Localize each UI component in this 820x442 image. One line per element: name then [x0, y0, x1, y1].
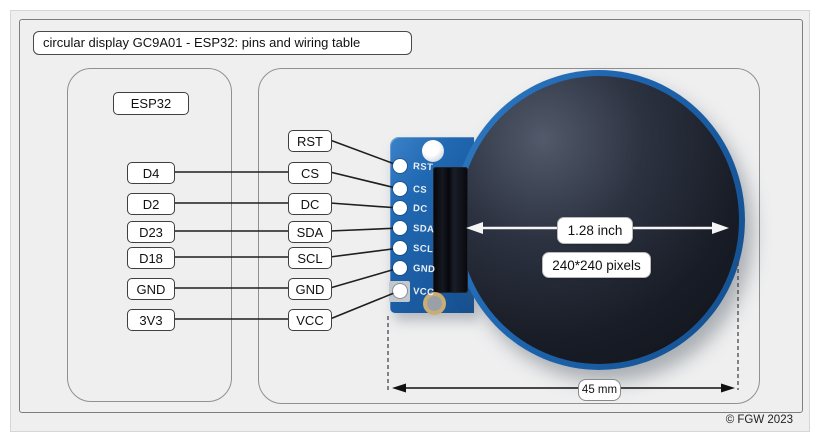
- pin-pad-gnd: [393, 261, 407, 275]
- esp32-pin-d2: D2: [127, 193, 175, 215]
- silkscreen-label-rst: RST: [412, 161, 434, 174]
- diameter-label: 1.28 inch: [557, 217, 633, 244]
- esp32-pin-d23: D23: [127, 221, 175, 243]
- display-group-outline: [258, 68, 760, 404]
- esp32-pin-gnd: GND: [127, 278, 175, 300]
- display-pin-rst: RST: [288, 130, 332, 152]
- esp32-pin-d18: D18: [127, 247, 175, 269]
- display-pin-vcc: VCC: [288, 309, 332, 331]
- silkscreen-label-gnd: GND: [412, 263, 436, 276]
- display-pin-dc: DC: [288, 193, 332, 215]
- pin-pad-cs: [393, 182, 407, 196]
- silkscreen-label-dc: DC: [412, 203, 428, 215]
- pin-pad-vcc: [393, 284, 407, 298]
- pin-pad-sda: [393, 221, 407, 235]
- mounting-hole-bottom: [423, 292, 446, 315]
- silkscreen-label-cs: CS: [412, 184, 428, 196]
- pin-pad-rst: [393, 159, 407, 173]
- mounting-hole-top: [422, 140, 444, 162]
- esp32-pin-3v3: 3V3: [127, 309, 175, 331]
- esp32-pin-d4: D4: [127, 162, 175, 184]
- silkscreen-label-scl: SCL: [412, 243, 434, 256]
- display-pin-gnd: GND: [288, 278, 332, 300]
- pin-pad-dc: [393, 201, 407, 215]
- esp32-title-box: ESP32: [113, 92, 189, 115]
- diagram-title: circular display GC9A01 - ESP32: pins an…: [33, 31, 412, 55]
- display-pin-cs: CS: [288, 162, 332, 184]
- copyright-text: © FGW 2023: [725, 414, 793, 426]
- esp32-group-outline: [67, 68, 232, 402]
- display-pin-sda: SDA: [288, 221, 332, 243]
- silkscreen-label-vcc: VCC: [412, 286, 435, 299]
- silkscreen-label-sda: SDA: [412, 223, 435, 236]
- display-flex-connector: [433, 167, 468, 293]
- diagram-frame: [19, 19, 803, 413]
- board-width-label: 45 mm: [578, 379, 621, 401]
- resolution-label: 240*240 pixels: [542, 252, 651, 278]
- display-pin-scl: SCL: [288, 247, 332, 269]
- pin-pad-scl: [393, 241, 407, 255]
